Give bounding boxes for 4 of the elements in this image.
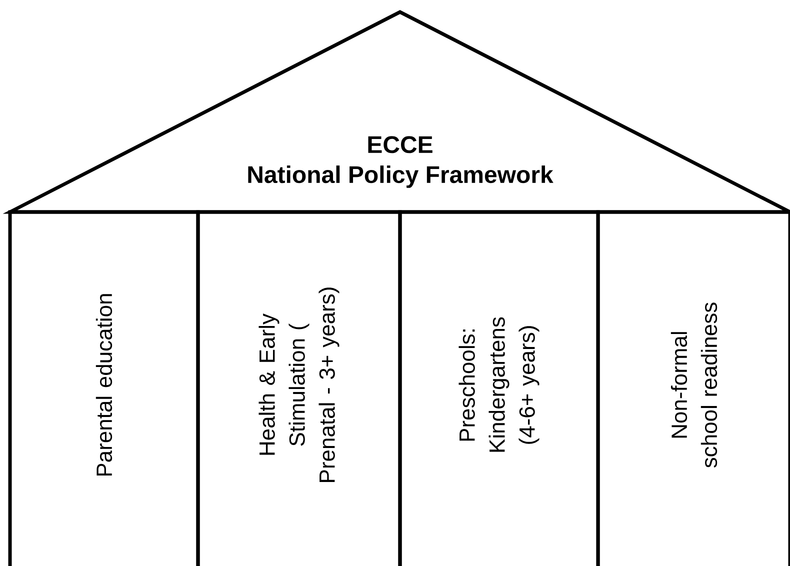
- pillar-box: Non-formal school readiness: [596, 210, 790, 566]
- pillar-box: Parental education: [8, 210, 200, 566]
- pillar-box: Preschools: Kindergartens (4-6+ years): [398, 210, 600, 566]
- pillar-box: Health & Early Stimulation ( Prenatal - 3+ years): [196, 210, 402, 566]
